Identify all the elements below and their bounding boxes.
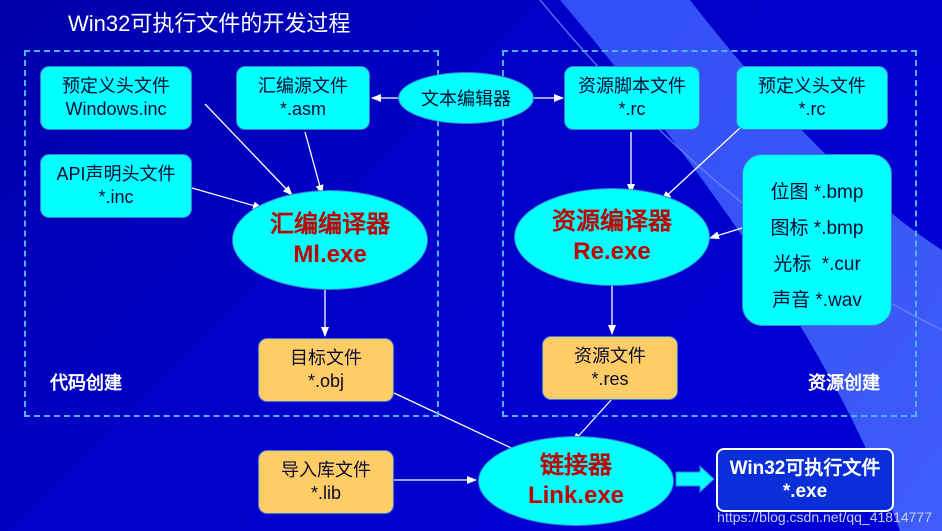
node-line2: *.lib [310, 483, 341, 503]
linker-name: 链接器 [540, 452, 612, 479]
arrow-predefrc-to-rescompiler [661, 115, 754, 201]
node-line2: *.res [591, 369, 629, 389]
win32-executable-output: Win32可执行文件 *.exe [716, 448, 894, 512]
node-line1: 导入库文件 [281, 460, 371, 480]
resource-file: 资源文件 *.res [542, 336, 678, 400]
resource-compiler-exe: Re.exe [573, 238, 651, 265]
text-editor: 文本编辑器 [398, 72, 534, 124]
asm-compiler: 汇编编译器 Ml.exe [232, 190, 428, 290]
node-line1: 预定义头文件 [62, 76, 170, 96]
resource-script-file: 资源脚本文件 *.rc [564, 66, 700, 130]
region-resource-label: 资源创建 [808, 373, 880, 393]
arrow-resitems-to-rescompiler [709, 227, 743, 240]
region-code-label: 代码创建 [50, 373, 122, 393]
resource-item-bitmap: 位图 *.bmp [770, 182, 864, 203]
resource-items-list: 位图 *.bmp 图标 *.bmp 光标 *.cur 声音 *.wav [742, 154, 892, 326]
node-line1: 资源文件 [574, 346, 646, 366]
api-declaration-header: API声明头文件 *.inc [40, 154, 192, 218]
text-editor-label: 文本编辑器 [421, 89, 511, 109]
asm-compiler-name: 汇编编译器 [270, 211, 390, 238]
node-line2: *.rc [798, 99, 826, 119]
node-line1: 汇编源文件 [258, 76, 348, 96]
object-file: 目标文件 *.obj [258, 338, 394, 402]
linker: 链接器 Link.exe [478, 436, 674, 526]
output-line2: *.exe [782, 481, 828, 502]
arrow-apiinc-to-asmcompiler [191, 187, 263, 210]
arrow-res-to-linker [572, 398, 613, 443]
arrow-predef-to-asmcompiler [204, 103, 293, 196]
asm-source-file: 汇编源文件 *.asm [236, 66, 370, 130]
arrow-linker-to-exe [675, 464, 715, 494]
page-title: Win32可执行文件的开发过程 [68, 11, 351, 36]
predefined-header-windows-inc: 预定义头文件 Windows.inc [40, 66, 192, 130]
node-line1: API声明头文件 [56, 164, 176, 184]
node-line1: 目标文件 [290, 348, 362, 368]
background-swoosh [560, 0, 942, 531]
arrow-asmsrc-to-asmcompiler [304, 131, 324, 195]
import-library-file: 导入库文件 *.lib [258, 450, 394, 514]
node-line2: *.obj [307, 371, 345, 391]
resource-item-cursor: 光标 *.cur [773, 254, 861, 275]
node-line1: 预定义头文件 [758, 76, 866, 96]
node-line2: *.inc [98, 187, 134, 207]
resource-item-icon: 图标 *.bmp [770, 218, 864, 239]
region-code [24, 50, 439, 417]
resource-compiler-name: 资源编译器 [552, 208, 672, 235]
node-line2: *.asm [279, 99, 326, 119]
arrow-obj-to-linker [393, 392, 523, 454]
linker-exe: Link.exe [527, 482, 625, 509]
region-resource [502, 50, 917, 417]
resource-item-sound: 声音 *.wav [772, 290, 862, 311]
asm-compiler-exe: Ml.exe [293, 241, 367, 268]
node-line1: 资源脚本文件 [578, 76, 686, 96]
watermark: https://blog.csdn.net/qq_41814777 [717, 509, 932, 525]
output-line1: Win32可执行文件 [729, 458, 881, 479]
predefined-header-rc: 预定义头文件 *.rc [736, 66, 888, 130]
resource-compiler: 资源编译器 Re.exe [514, 188, 710, 286]
node-line2: *.rc [618, 99, 646, 119]
node-line2: Windows.inc [65, 99, 167, 119]
